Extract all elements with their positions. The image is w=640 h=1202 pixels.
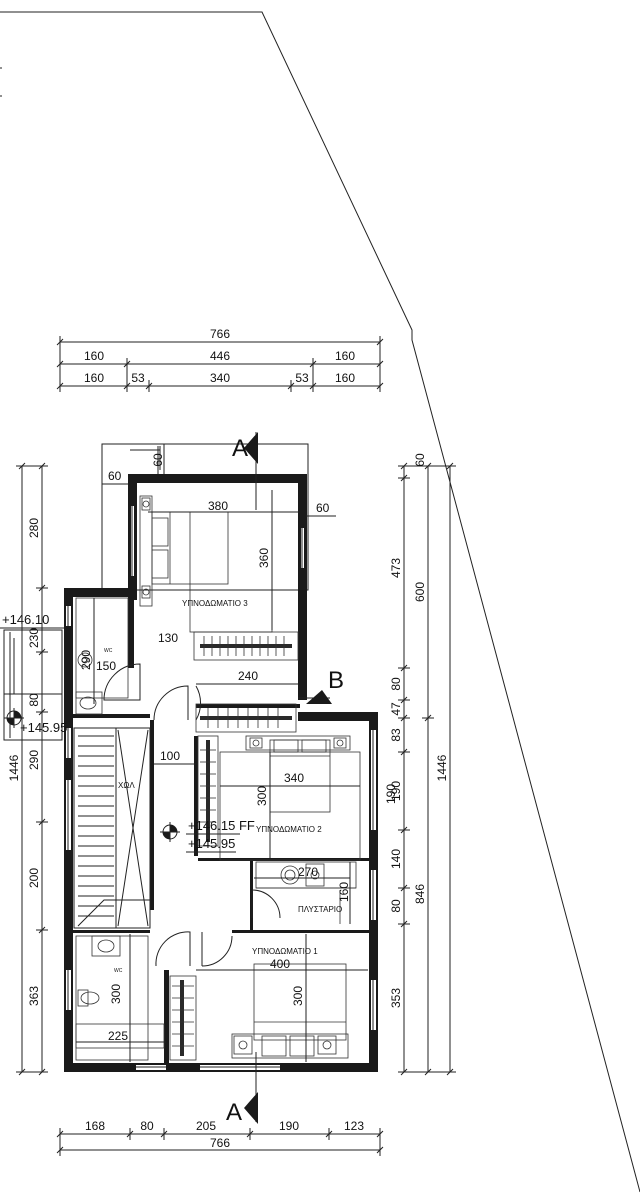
dim-right-47: 47 xyxy=(389,702,403,716)
dim-right-83: 83 xyxy=(389,728,403,742)
dim-top-row3-5: 160 xyxy=(335,371,355,385)
dim-interior-290: 290 xyxy=(79,650,93,670)
bedroom-3-furniture xyxy=(139,495,273,633)
dim-right-473: 473 xyxy=(389,558,403,578)
level-marker-2: +145.95 xyxy=(20,720,67,735)
dim-top-row3-4: 53 xyxy=(295,371,309,385)
stairs xyxy=(73,727,151,929)
dim-top-row3-3: 340 xyxy=(210,371,230,385)
dim-interior-380: 380 xyxy=(208,499,228,513)
windows xyxy=(66,506,376,1070)
dim-right-60: 60 xyxy=(413,453,427,467)
dim-right-overall: 1446 xyxy=(435,754,449,781)
dim-interior-360: 360 xyxy=(257,548,271,568)
dim-right-80b: 80 xyxy=(389,899,403,913)
dim-bottom-3: 205 xyxy=(196,1119,216,1133)
dim-top-overall: 766 xyxy=(210,327,230,341)
dim-interior-270: 270 xyxy=(298,865,318,879)
dim-interior-150: 150 xyxy=(96,659,116,673)
dim-right-846: 846 xyxy=(413,884,427,904)
dim-left-290: 290 xyxy=(27,750,41,770)
dim-right-600: 600 xyxy=(413,582,427,602)
dim-bottom-5: 123 xyxy=(344,1119,364,1133)
laundry-fixtures xyxy=(255,861,357,924)
section-mark-a-bottom: A xyxy=(226,1099,242,1126)
room-label-bedroom-3: ΥΠΝΟΔΩΜΑΤΙΟ 3 xyxy=(182,599,248,608)
dim-left-200: 200 xyxy=(27,868,41,888)
dim-top-row2-3: 160 xyxy=(335,349,355,363)
bottom-dimensions: 168 80 205 190 123 766 xyxy=(56,1119,384,1156)
level-marker-1: +146.10 xyxy=(2,612,49,627)
dim-interior-400: 400 xyxy=(270,957,290,971)
bedroom-2-furniture xyxy=(219,735,361,861)
dim-right-140: 140 xyxy=(389,849,403,869)
section-mark-a-top: A xyxy=(232,435,248,462)
plot-boundary xyxy=(0,11,640,1193)
dim-left-overall: 1446 xyxy=(7,754,21,781)
dim-right-353: 353 xyxy=(389,988,403,1008)
bedroom-1-furniture xyxy=(231,963,349,1059)
wc-fixtures xyxy=(75,597,165,1061)
dim-interior-300a: 300 xyxy=(255,786,269,806)
doors xyxy=(103,663,281,967)
dim-interior-340: 340 xyxy=(284,771,304,785)
dim-interior-130: 130 xyxy=(158,631,178,645)
dim-top-row2-1: 160 xyxy=(84,349,104,363)
dim-top-row2-2: 446 xyxy=(210,349,230,363)
level-marker-4: +145.95 xyxy=(188,836,235,851)
dim-top-row3-2: 53 xyxy=(131,371,145,385)
walls xyxy=(64,474,378,1072)
dim-bottom-overall: 766 xyxy=(210,1136,230,1150)
dim-left-280: 280 xyxy=(27,518,41,538)
dim-interior-60a: 60 xyxy=(151,453,165,467)
dim-interior-190: 190 xyxy=(384,784,398,804)
section-mark-b: B xyxy=(328,667,344,694)
level-markers: +146.10 +145.95 +146.15 FF +145.95 xyxy=(2,612,255,853)
room-labels: ΥΠΝΟΔΩΜΑΤΙΟ 3 ΥΠΝΟΔΩΜΑΤΙΟ 2 ΥΠΝΟΔΩΜΑΤΙΟ … xyxy=(104,599,342,974)
room-label-bedroom-2: ΥΠΝΟΔΩΜΑΤΙΟ 2 xyxy=(256,825,322,834)
room-label-bedroom-1: ΥΠΝΟΔΩΜΑΤΙΟ 1 xyxy=(252,947,318,956)
dim-interior-100: 100 xyxy=(160,749,180,763)
dim-interior-225: 225 xyxy=(108,1029,128,1043)
room-label-hall: ΧΩΛ xyxy=(118,781,135,790)
interior-dimensions: 60 60 60 380 360 130 150 290 240 100 340… xyxy=(76,446,398,1062)
dim-right-80: 80 xyxy=(389,677,403,691)
room-label-wc-upper: WC xyxy=(104,648,113,654)
dim-left-363: 363 xyxy=(27,986,41,1006)
level-marker-3: +146.15 FF xyxy=(188,818,255,833)
room-label-laundry: ΠΛΥΣΤΑΡΙΟ xyxy=(298,905,342,914)
dim-interior-240: 240 xyxy=(238,669,258,683)
dim-interior-300b: 300 xyxy=(291,986,305,1006)
dim-bottom-1: 168 xyxy=(85,1119,105,1133)
dim-bottom-2: 80 xyxy=(140,1119,154,1133)
section-marks: A A B xyxy=(226,432,344,1126)
left-dimensions: 280 230 80 290 200 363 1446 xyxy=(7,462,48,1076)
dim-top-row3-1: 160 xyxy=(84,371,104,385)
right-dimensions: 60 473 80 47 83 190 140 80 353 600 846 1… xyxy=(389,453,456,1076)
dim-right-190: 190 xyxy=(389,781,403,801)
room-label-wc-lower: WC xyxy=(114,968,123,974)
dim-left-80: 80 xyxy=(27,693,41,707)
dim-left-230: 230 xyxy=(27,628,41,648)
dim-interior-160: 160 xyxy=(337,882,351,902)
dim-interior-60b: 60 xyxy=(108,469,122,483)
dim-bottom-4: 190 xyxy=(279,1119,299,1133)
top-dimensions: 766 160 446 160 160 53 340 53 160 xyxy=(56,327,384,392)
dim-interior-60c: 60 xyxy=(316,501,330,515)
dim-interior-300c: 300 xyxy=(109,984,123,1004)
